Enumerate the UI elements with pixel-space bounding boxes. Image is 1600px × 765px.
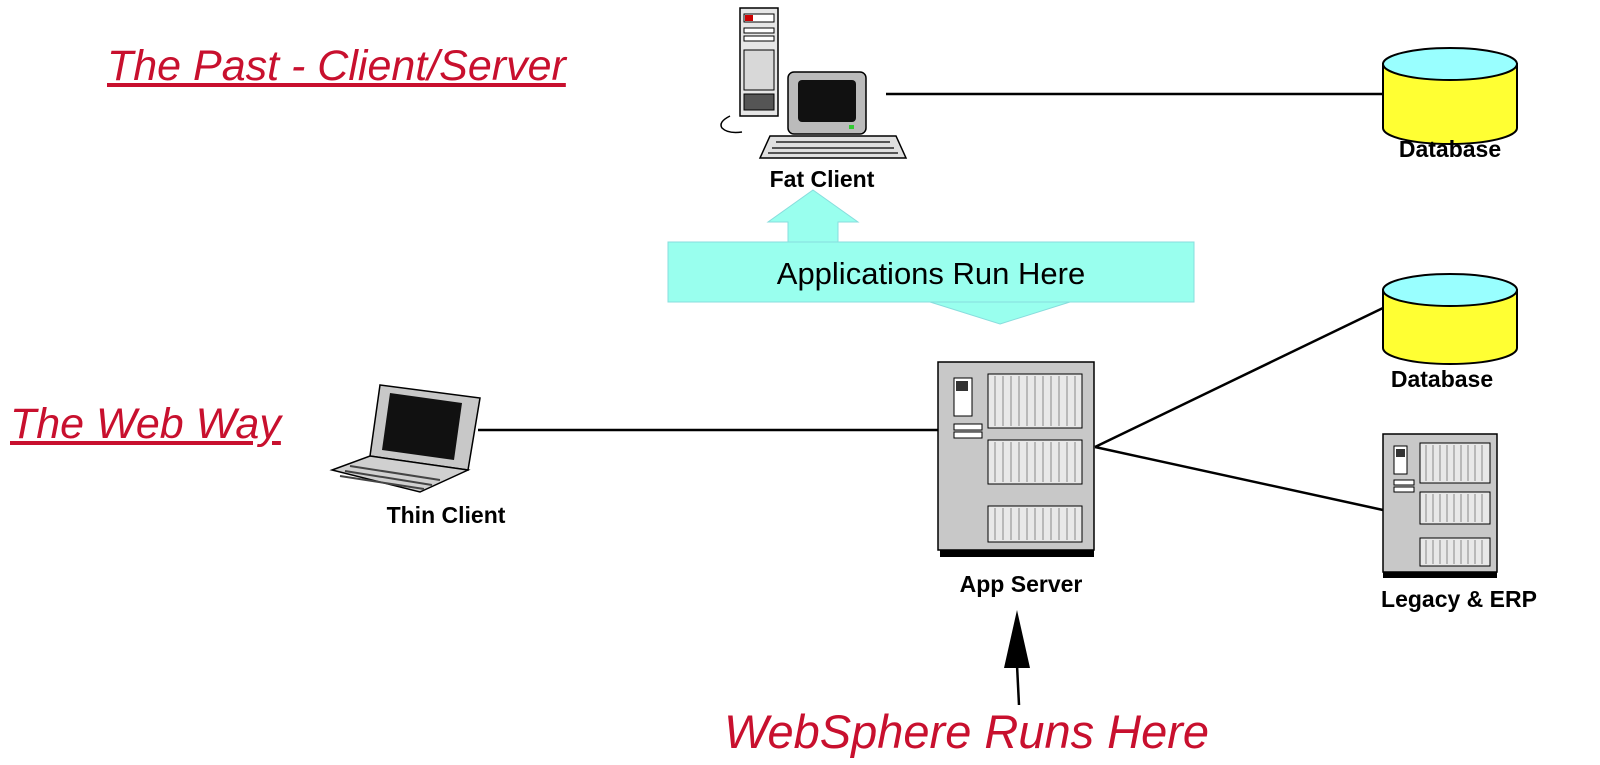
heading-past-client-server: The Past - Client/Server bbox=[107, 42, 566, 90]
websphere-arrow bbox=[1004, 610, 1030, 706]
legacy-server-icon bbox=[1382, 433, 1498, 578]
thin-client-icon bbox=[329, 384, 481, 493]
app-server-label: App Server bbox=[959, 571, 1083, 597]
database-top-icon bbox=[1382, 47, 1518, 145]
heading-web-way: The Web Way bbox=[10, 400, 281, 448]
database-top-label: Database bbox=[1398, 136, 1502, 162]
database-mid-icon bbox=[1382, 273, 1518, 365]
fat-client-label: Fat Client bbox=[769, 166, 875, 192]
app-server-to-database-line bbox=[1094, 306, 1384, 449]
thin-client-label: Thin Client bbox=[386, 502, 506, 528]
legacy-erp-label: Legacy & ERP bbox=[1381, 586, 1537, 612]
database-mid-label: Database bbox=[1390, 366, 1494, 392]
applications-banner-shape bbox=[667, 189, 1195, 325]
heading-websphere-runs-here: WebSphere Runs Here bbox=[724, 705, 1210, 758]
fat-client-icon bbox=[720, 7, 908, 159]
app-server-to-legacy-line bbox=[1094, 445, 1384, 512]
app-server-icon bbox=[937, 361, 1095, 557]
applications-banner-label: Applications Run Here bbox=[776, 256, 1086, 291]
